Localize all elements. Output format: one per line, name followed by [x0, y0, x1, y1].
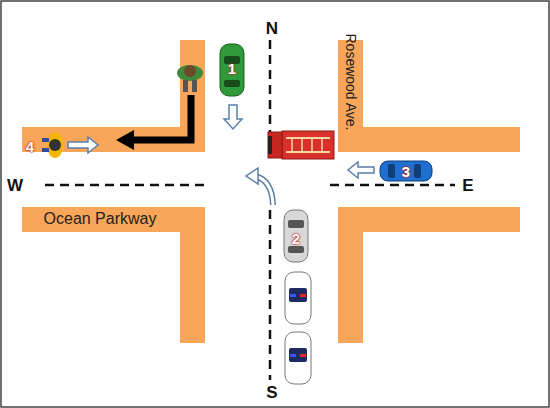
sidewalks	[22, 40, 520, 343]
callout-number: 3	[402, 164, 410, 179]
compass-label: S	[266, 384, 277, 401]
fire-truck	[268, 131, 334, 159]
compass-label: E	[462, 177, 473, 194]
street-name: Ocean Parkway	[44, 211, 157, 227]
pedestrian	[42, 132, 63, 158]
compass-label: W	[7, 177, 23, 194]
callout-number: 2	[292, 231, 300, 246]
direction-arrow	[68, 137, 98, 153]
street-name: Rosewood Ave.	[344, 33, 358, 130]
green-car	[220, 44, 244, 96]
direction-arrow	[224, 105, 242, 129]
compass-label: N	[266, 20, 278, 37]
pedestrian	[177, 65, 203, 92]
walk-arrowhead	[116, 130, 134, 150]
callout-number: 4	[26, 139, 34, 154]
grey-car	[284, 210, 308, 262]
center-lines	[45, 40, 455, 380]
police-car	[285, 272, 311, 324]
callout-number: 1	[228, 61, 236, 76]
walk-path	[130, 95, 191, 140]
blue-car	[380, 161, 432, 181]
direction-arrow	[348, 162, 374, 178]
police-car	[285, 332, 311, 384]
